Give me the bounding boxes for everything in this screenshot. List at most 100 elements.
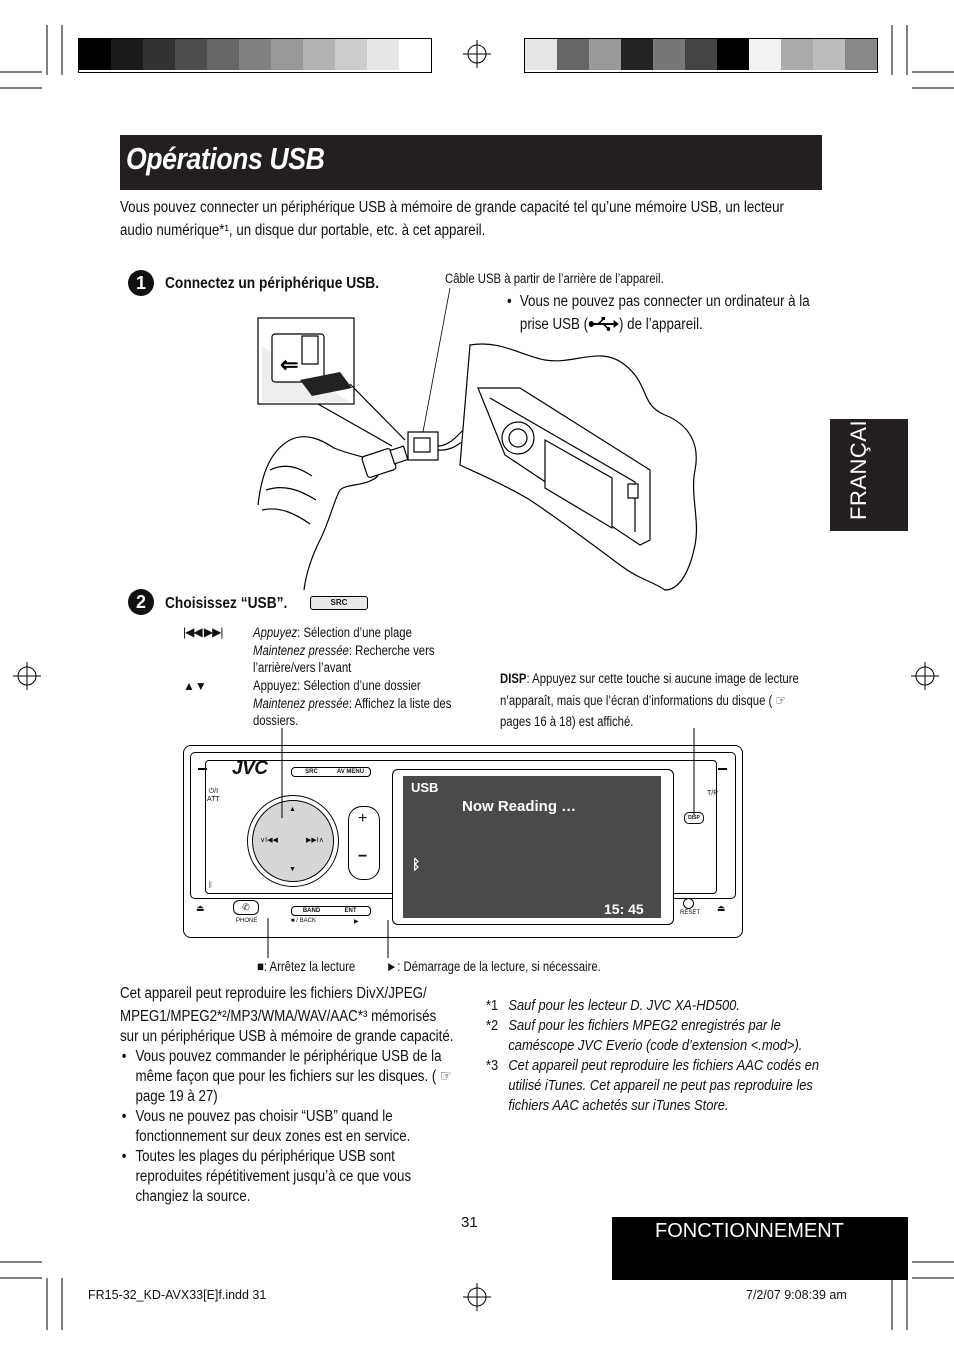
- screen-clock: 15: 45: [604, 901, 644, 917]
- footer-file: FR15-32_KD-AVX33[E]f.indd 31: [88, 1288, 267, 1302]
- right-dash: [718, 768, 727, 770]
- footnote-mark: *2: [486, 1017, 499, 1034]
- left-dash: [198, 768, 207, 770]
- pc-warning: •Vous ne pouvez pas connecter un ordinat…: [507, 293, 810, 333]
- intro-line-1: Vous pouvez connecter un périphérique US…: [120, 199, 784, 216]
- step-2-number: 2: [128, 589, 154, 615]
- disp-button[interactable]: DISP: [684, 812, 704, 824]
- jvc-logo: JVC: [232, 758, 268, 779]
- control-pad[interactable]: [252, 800, 334, 882]
- compat-line-1: Cet appareil peut reproduire les fichier…: [120, 985, 427, 1002]
- down-button-icon[interactable]: ▼: [289, 866, 296, 873]
- svg-text:⇐: ⇐: [280, 352, 298, 377]
- language-tab: [830, 419, 908, 531]
- phone-button[interactable]: ✆: [233, 900, 259, 915]
- track-press-label: Appuyez: [253, 625, 298, 640]
- disp-label: DISP: [500, 671, 527, 686]
- intro-line-2: audio numérique*¹, un disque dur portabl…: [120, 222, 486, 239]
- page-number: 31: [461, 1214, 478, 1231]
- bullet-item: Toutes les plages du périphérique USB so…: [120, 1147, 464, 1207]
- band-label: BAND: [302, 908, 321, 914]
- avmenu-label: AV MENU: [336, 769, 365, 775]
- power-att-button[interactable]: ⏻/I ATT: [207, 788, 220, 804]
- tp-label: T/P: [707, 790, 718, 797]
- skip-buttons-icon: |◀◀ ▶▶|: [183, 625, 223, 639]
- disp-desc: DISP: Appuyez sur cette touche si aucune…: [500, 668, 828, 733]
- title-bar: [120, 135, 822, 190]
- disp-line-3: pages 16 à 18) est affiché.: [500, 714, 634, 729]
- registration-mark-top: [463, 40, 491, 68]
- up-button-icon[interactable]: ▲: [289, 806, 296, 813]
- intro-paragraph: Vous pouvez connecter un périphérique US…: [120, 196, 817, 242]
- usb-connection-illustration: ⇐: [257, 287, 698, 591]
- track-press-text: : Sélection d’une plage: [297, 625, 412, 640]
- folder-press-text: Appuyez: Sélection d’une dossier: [253, 678, 421, 693]
- footnote-mark: *1: [486, 997, 499, 1014]
- volume-rocker[interactable]: [348, 806, 380, 880]
- phone-label: PHONE: [236, 918, 258, 924]
- screen-status: Now Reading …: [462, 798, 577, 815]
- pc-warning-line-1: Vous ne pouvez pas connecter un ordinate…: [519, 293, 810, 310]
- tilt-button-icon[interactable]: ⏏: [717, 903, 726, 913]
- src-button[interactable]: SRC: [310, 596, 368, 610]
- track-controls-desc: Appuyez: Sélection d’une plage Maintenez…: [253, 624, 471, 677]
- stop-note: ■: Arrêtez la lecture: [257, 959, 356, 974]
- page-title: Opérations USB: [126, 141, 325, 176]
- language-tab-label: FRANÇAIS: [846, 404, 871, 520]
- track-hold-text-2: l’arrière/vers l’avant: [253, 660, 352, 675]
- track-hold-text: : Recherche vers: [348, 642, 435, 658]
- cable-note: Câble USB à partir de l’arrière de l’app…: [445, 271, 664, 286]
- compat-section: Cet appareil peut reproduire les fichier…: [120, 984, 464, 1207]
- footnote-text: Sauf pour les fichiers MPEG2 enregistrés…: [508, 1017, 803, 1054]
- step-1-number: 1: [128, 270, 154, 296]
- usb-symbol-icon: [588, 316, 620, 333]
- phone-icon: ✆: [242, 902, 250, 912]
- folder-hold-text: : Affichez la liste des: [348, 695, 452, 711]
- folder-hold-label: Maintenez pressée: [253, 695, 349, 711]
- screen-source: USB: [411, 780, 439, 795]
- footer-date: 7/2/07 9:08:39 am: [746, 1288, 847, 1302]
- src-avmenu-rocker[interactable]: SRC AV MENU: [291, 767, 371, 777]
- eject-button-icon[interactable]: ⏏: [196, 903, 205, 913]
- reset-label: RESET: [680, 910, 701, 916]
- prev-button-icon[interactable]: ∨I◀◀: [260, 837, 278, 844]
- up-down-icon: ▲▼: [183, 679, 207, 693]
- compat-line-2: MPEG1/MPEG2*²/MP3/WMA/WAV/AAC*³ mémorisé…: [120, 1008, 437, 1025]
- screen: [403, 776, 661, 918]
- footnote-text: Cet appareil peut reproduire les fichier…: [508, 1057, 820, 1114]
- folder-controls-desc: Appuyez: Sélection d’une dossier Mainten…: [253, 677, 471, 730]
- color-bar-right: [524, 38, 878, 73]
- bluetooth-icon: ᛒ: [412, 856, 421, 872]
- volume-up-button[interactable]: +: [358, 810, 368, 827]
- section-label: FONCTIONNEMENT: [655, 1220, 844, 1242]
- color-bar-left: [78, 38, 432, 73]
- src-label: SRC: [305, 769, 318, 775]
- pc-warning-line-2b: ) de l’appareil.: [619, 316, 703, 333]
- power-icon: ⏻/I: [208, 788, 219, 795]
- play-note: ►: Démarrage de la lecture, si nécessair…: [386, 959, 601, 974]
- disp-line-1: : Appuyez sur cette touche si aucune ima…: [526, 671, 799, 686]
- reset-button[interactable]: [683, 898, 694, 909]
- footnote-mark: *3: [486, 1057, 499, 1074]
- play-small-icon: ▶: [354, 919, 359, 925]
- att-label: ATT: [207, 796, 220, 803]
- footnote-text: Sauf pour les lecteur D. JVC XA-HD500.: [508, 997, 740, 1014]
- section-bar: [612, 1217, 908, 1280]
- registration-mark-right: [911, 662, 939, 690]
- track-hold-label: Maintenez pressée: [253, 642, 349, 658]
- registration-mark-left: [13, 662, 41, 690]
- step-1-label: Connectez un périphérique USB.: [165, 275, 380, 292]
- volume-down-button[interactable]: −: [358, 848, 368, 865]
- bluetooth-small-icon: ᛒ: [208, 880, 213, 889]
- bullet-item: Vous ne pouvez pas choisir “USB” quand l…: [120, 1107, 464, 1147]
- band-ent-rocker[interactable]: BAND ENT: [291, 906, 371, 916]
- bullet-item: Vous pouvez commander le périphérique US…: [120, 1047, 464, 1107]
- disp-line-2: n’apparaît, mais que l’écran d’informati…: [500, 692, 786, 708]
- footnotes: *1 Sauf pour les lecteur D. JVC XA-HD500.…: [486, 996, 821, 1116]
- registration-mark-bottom: [463, 1283, 491, 1311]
- step-2-label: Choisissez “USB”.: [165, 595, 288, 612]
- pc-warning-line-2a: prise USB (: [519, 316, 589, 333]
- next-button-icon[interactable]: ▶▶I∧: [306, 837, 324, 844]
- folder-hold-text-2: dossiers.: [253, 713, 299, 728]
